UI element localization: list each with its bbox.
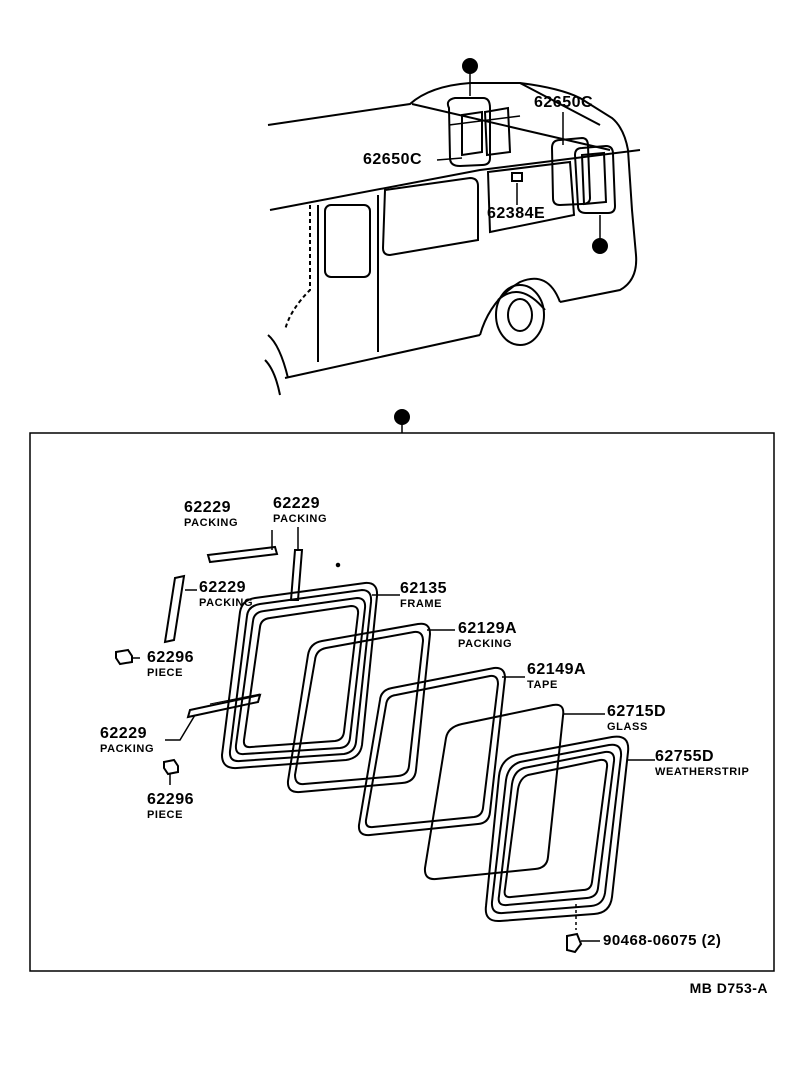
label-weatherstrip-name: WEATHERSTRIP xyxy=(655,766,750,778)
label-piece-a-number: 62296 xyxy=(147,649,194,666)
label-packing-d-name: PACKING xyxy=(100,743,155,755)
label-packing-d-number: 62229 xyxy=(100,725,147,742)
pieces xyxy=(115,648,583,954)
detail-box xyxy=(29,409,775,972)
label-packing-a-number: 62229 xyxy=(184,499,231,516)
frame-part xyxy=(220,581,379,770)
label-piece-b: 62296 PIECE xyxy=(147,792,194,821)
label-piece-b-number: 62296 xyxy=(147,791,194,808)
label-glass: 62715D GLASS xyxy=(607,704,666,733)
label-frame-name: FRAME xyxy=(400,598,443,610)
glass-part xyxy=(423,703,565,881)
label-packing-c: 62229 PACKING xyxy=(199,580,253,609)
diagram-code: MB D753-A xyxy=(689,980,768,996)
label-packing-b-name: PACKING xyxy=(273,513,328,525)
label-clip: 90468-06075 (2) xyxy=(603,933,721,948)
label-glass-number: 62715D xyxy=(607,703,667,720)
van-callout-62650c-left: 62650C xyxy=(363,151,423,168)
packing-strips xyxy=(163,545,304,719)
label-tape-number: 62149A xyxy=(527,661,587,678)
label-packing-frame-name: PACKING xyxy=(458,638,513,650)
label-piece-b-name: PIECE xyxy=(147,809,184,821)
label-packing-frame-number: 62129A xyxy=(458,620,518,637)
leader-lines xyxy=(132,527,655,942)
label-packing-c-number: 62229 xyxy=(199,579,246,596)
label-packing-c-name: PACKING xyxy=(199,597,254,609)
label-frame-number: 62135 xyxy=(400,580,447,597)
label-packing-d: 62229 PACKING xyxy=(100,726,154,755)
van-callout-62650c-top: 62650C xyxy=(534,94,594,111)
label-packing-frame: 62129A PACKING xyxy=(458,621,517,650)
van-callout-62384e: 62384E xyxy=(487,205,546,222)
label-tape-name: TAPE xyxy=(527,679,558,691)
weatherstrip-part xyxy=(484,735,630,923)
label-weatherstrip-number: 62755D xyxy=(655,748,715,765)
packing-frame-part xyxy=(286,622,432,794)
label-weatherstrip: 62755D WEATHERSTRIP xyxy=(655,749,749,778)
tape-part xyxy=(357,666,507,837)
label-piece-a: 62296 PIECE xyxy=(147,650,194,679)
label-packing-b-number: 62229 xyxy=(273,495,320,512)
label-packing-a: 62229 PACKING xyxy=(184,500,238,529)
label-packing-b: 62229 PACKING xyxy=(273,496,327,525)
label-glass-name: GLASS xyxy=(607,721,648,733)
van-illustration xyxy=(264,58,641,396)
label-packing-a-name: PACKING xyxy=(184,517,239,529)
label-tape: 62149A TAPE xyxy=(527,662,586,691)
label-piece-a-name: PIECE xyxy=(147,667,184,679)
label-frame: 62135 FRAME xyxy=(400,581,447,610)
label-clip-number: 90468-06075 (2) xyxy=(603,932,722,949)
